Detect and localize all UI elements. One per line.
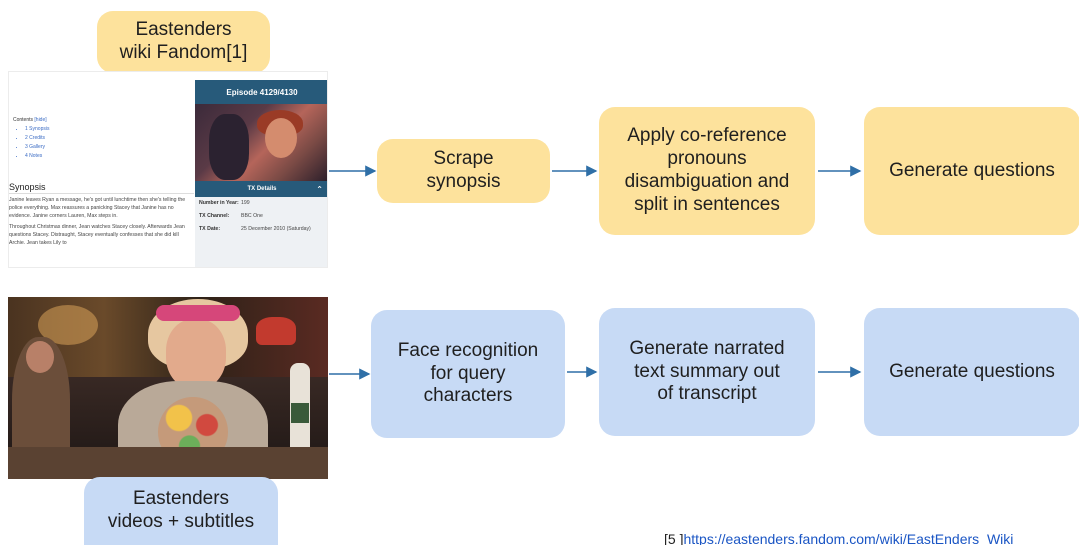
tx-value: 25 December 2010 (Saturday)	[241, 226, 311, 232]
toc-list: 1 Synopsis 2 Credits 3 Gallery 4 Notes	[13, 125, 73, 161]
footnote-prefix: [5 ]	[664, 531, 684, 545]
chevron-up-icon: ⌃	[316, 184, 323, 194]
generate-questions-text-bottom: Generate questions	[889, 360, 1055, 382]
synopsis-text: Janine leaves Ryan a message, he's got u…	[9, 196, 195, 250]
toc-item: 4 Notes	[25, 152, 73, 161]
tx-key: Number in Year:	[199, 200, 239, 206]
tx-details-title: TX Details	[247, 186, 277, 192]
generate-questions-step-bottom: Generate questions	[864, 308, 1079, 436]
source-label-videos: Eastenders videos + subtitles	[84, 477, 278, 545]
wiki-toc: Contents [hide] 1 Synopsis 2 Credits 3 G…	[13, 116, 73, 161]
episode-photo	[195, 104, 327, 181]
toc-hide-link: [hide]	[34, 117, 47, 123]
toc-title: Contents	[13, 117, 34, 123]
synopsis-paragraph: Throughout Christmas dinner, Jean watche…	[9, 224, 185, 246]
narrated-summary-text: Generate narrated text summary out of tr…	[629, 337, 785, 405]
face-recognition-step: Face recognition for query characters	[371, 310, 565, 438]
synopsis-paragraph: Janine leaves Ryan a message, he's got u…	[9, 197, 186, 219]
coreference-step: Apply co-reference pronouns disambiguati…	[599, 107, 815, 235]
toc-item: 2 Credits	[25, 134, 73, 143]
coreference-text: Apply co-reference pronouns disambiguati…	[624, 125, 790, 215]
tx-row: TX Channel: BBC One	[195, 210, 327, 223]
tx-row: TX Date: 25 December 2010 (Saturday)	[195, 223, 327, 236]
source-label-wiki: Eastenders wiki Fandom[1]	[97, 11, 270, 73]
tx-key: TX Date:	[199, 226, 221, 232]
footnote: [5 ]https://eastenders.fandom.com/wiki/E…	[664, 531, 1013, 545]
eastenders-video-frame	[8, 297, 328, 479]
scrape-synopsis-step: Scrape synopsis	[377, 139, 550, 203]
generate-questions-text-top: Generate questions	[889, 159, 1055, 181]
episode-header: Episode 4129/4130	[195, 80, 327, 104]
face-recognition-text: Face recognition for query characters	[397, 339, 539, 407]
tx-value: BBC One	[241, 213, 263, 219]
scrape-synopsis-text: Scrape synopsis	[426, 148, 501, 192]
tx-key: TX Channel:	[199, 213, 230, 219]
toc-item: 1 Synopsis	[25, 125, 73, 134]
tx-value: 199	[241, 200, 250, 206]
wiki-screenshot: Contents [hide] 1 Synopsis 2 Credits 3 G…	[8, 71, 328, 268]
synopsis-heading: Synopsis	[9, 182, 194, 194]
toc-item: 3 Gallery	[25, 143, 73, 152]
episode-infobox: Episode 4129/4130 TX Details ⌃ Number in…	[195, 80, 327, 267]
source-label-videos-text: Eastenders videos + subtitles	[107, 488, 255, 532]
tx-row: Number in Year: 199	[195, 197, 327, 210]
source-label-wiki-text: Eastenders wiki Fandom[1]	[119, 19, 248, 63]
narrated-summary-step: Generate narrated text summary out of tr…	[599, 308, 815, 436]
tx-details-header: TX Details ⌃	[195, 181, 327, 197]
generate-questions-step-top: Generate questions	[864, 107, 1079, 235]
footnote-link[interactable]: https://eastenders.fandom.com/wiki/EastE…	[683, 531, 1014, 545]
